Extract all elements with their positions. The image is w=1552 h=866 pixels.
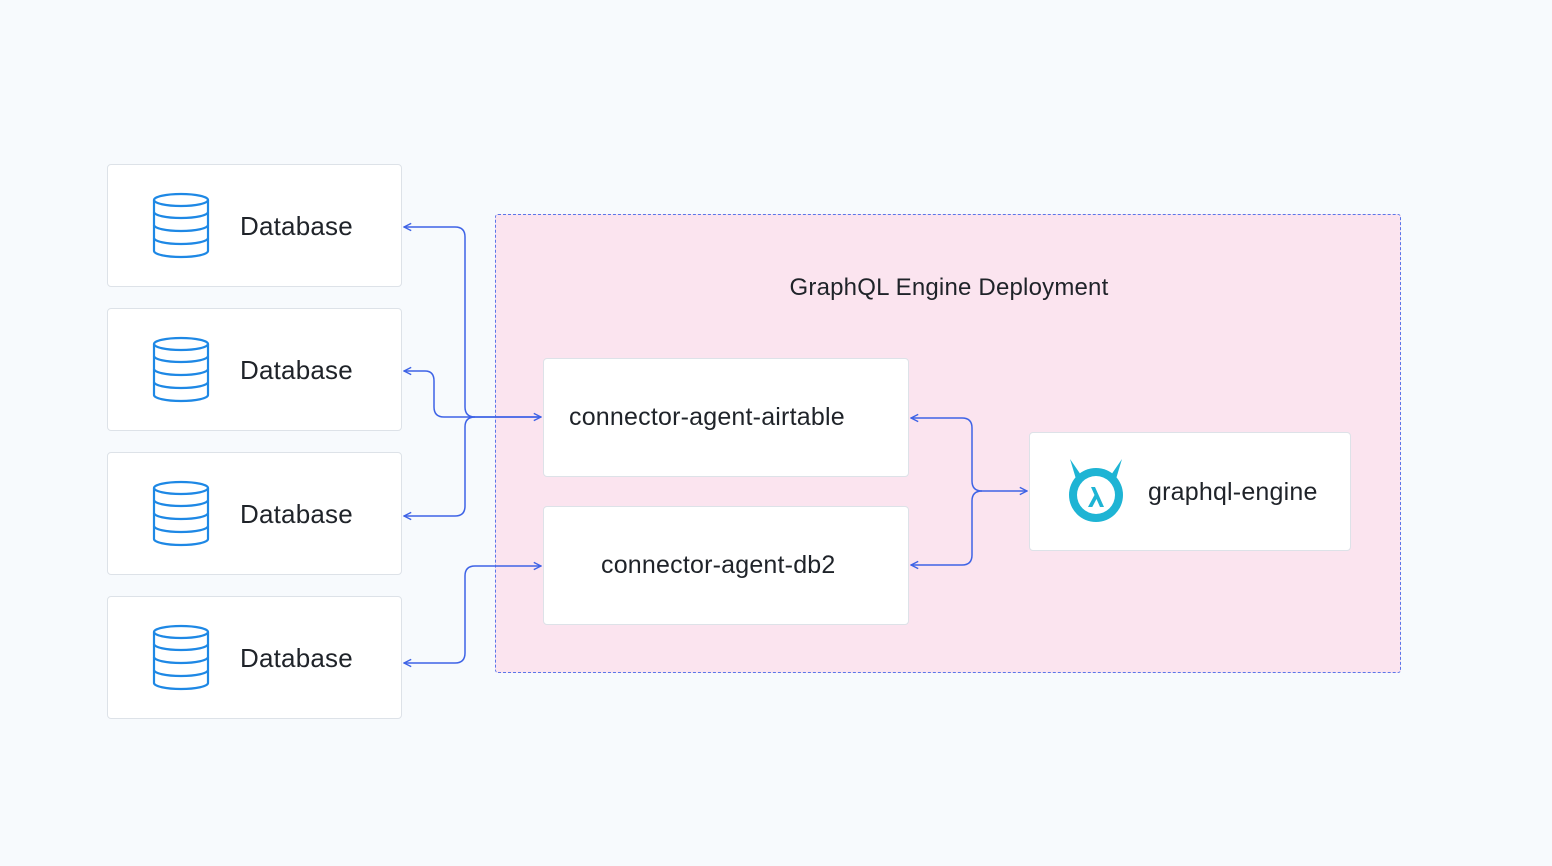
hasura-logo-icon [1069,459,1123,522]
database-node-1: Database [107,164,402,287]
connector-agent-airtable-node: connector-agent-airtable [543,358,909,477]
agent-label: connector-agent-airtable [569,403,845,431]
agent-label: connector-agent-db2 [601,551,836,579]
database-node-3: Database [107,452,402,575]
database-icon [152,192,210,259]
engine-label: graphql-engine [1148,478,1318,506]
database-icon [152,624,210,691]
database-label: Database [240,499,353,529]
database-icon [152,336,210,403]
connector-agent-db2-node: connector-agent-db2 [543,506,909,625]
database-label: Database [240,355,353,385]
database-label: Database [240,211,353,241]
database-node-4: Database [107,596,402,719]
db3-to-airtable-connector [404,416,476,516]
database-node-2: Database [107,308,402,431]
database-icon [152,480,210,547]
graphql-engine-node: graphql-engine [1029,432,1351,551]
database-label: Database [240,643,353,673]
deployment-title: GraphQL Engine Deployment [789,274,1109,301]
